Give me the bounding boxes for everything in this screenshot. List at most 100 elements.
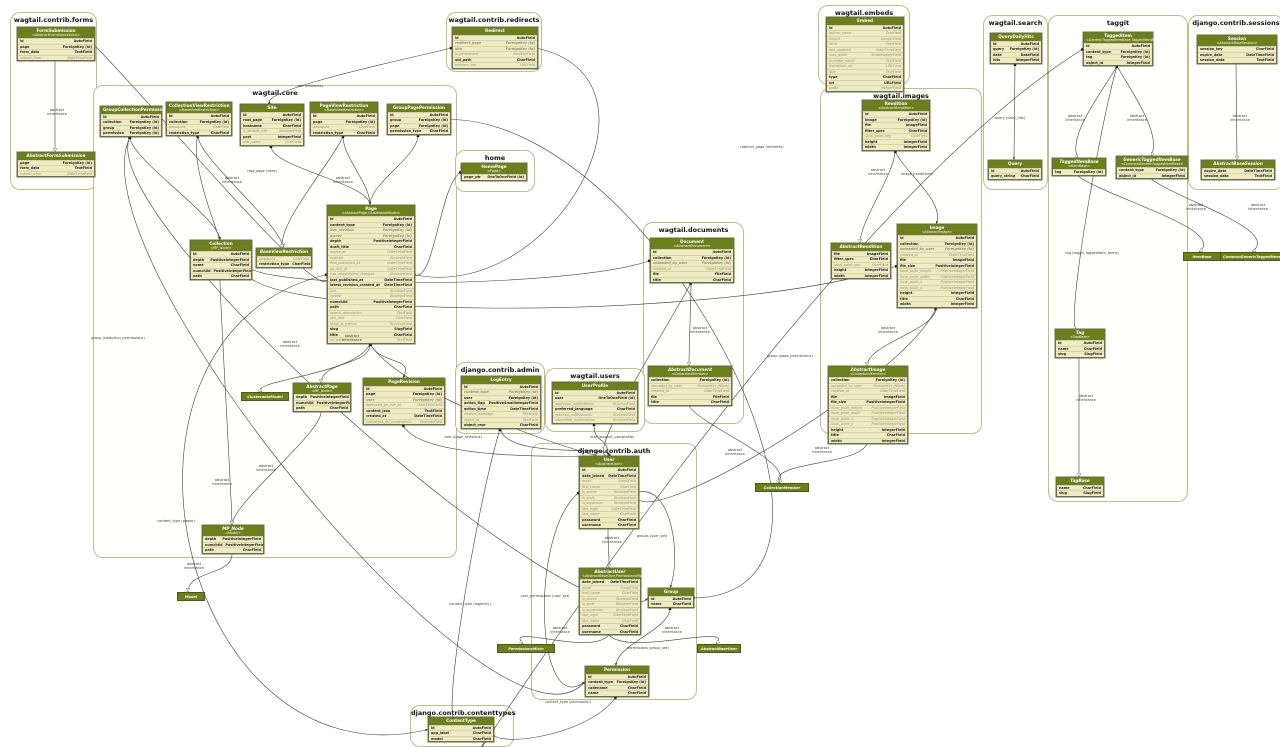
edge-label: abstract inheritance (662, 626, 682, 634)
table-header: Document<AbstractDocument> (651, 239, 733, 250)
edge-AbstractPage-MP_Node (232, 411, 322, 525)
table-header: GroupCollectionPermission (101, 107, 167, 114)
edge-label: abstract inheritance (602, 536, 622, 544)
table-AbstractUser: AbstractUser<AbstractBaseUser,Permission… (579, 568, 648, 636)
edge-HomePage-Page (412, 170, 463, 277)
edge-label: content_type (logentry) (449, 602, 491, 606)
edge-label: abstract inheritance (222, 176, 242, 184)
table-header: TagBase (1057, 478, 1103, 485)
table-header: Permission (586, 667, 648, 674)
table-header: AbstractBaseSession (1202, 161, 1274, 168)
edge-PageViewRestriction-BaseViewRestriction (282, 135, 344, 248)
table-header: Collection<MP_Node> (191, 241, 251, 252)
table-TaggedItem: TaggedItem<GenericTaggedItemBase,TaggedI… (1083, 32, 1163, 67)
table-header: User<AbstractUser> (580, 457, 638, 468)
table-header: AbstractRendition (832, 244, 890, 251)
table-header: HomePage<Page> (462, 164, 526, 175)
edge-label: abstract inheritance (812, 446, 832, 454)
table-header: AbstractPage<MP_Node> (294, 384, 350, 395)
edge-TaggedItem-TaggedItemBase (1076, 65, 1118, 158)
table-header: PageRevision (364, 379, 444, 386)
edge-label: abstract inheritance (1186, 203, 1206, 211)
table-header: LogEntry (462, 377, 540, 384)
table-header: Image<AbstractImage> (898, 225, 976, 236)
edge-GenericTaggedItemBase-CommonGenericTaggedItemBase (1150, 178, 1258, 252)
edge-label: content_type (permission) (545, 700, 591, 704)
table-FormSubmission: FormSubmission<AbstractFormSubmission>id… (17, 27, 95, 62)
edge-PageViewRestriction-Page (341, 135, 372, 206)
table-ClusterableModel: ClusterableModel (241, 392, 289, 401)
table-CommonGenericTaggedItemBase: CommonGenericTaggedItemBase (1220, 252, 1280, 261)
table-header: TaggedItemBase<ItemBase> (1053, 159, 1105, 170)
table-header: Site (241, 105, 303, 112)
table-header: MP_Node<Model> (203, 526, 263, 537)
table-header: UserProfile (553, 383, 637, 390)
edge-label: abstract inheritance (342, 334, 362, 342)
table-header: Embed (827, 18, 903, 25)
edge-label: group (page_permissions) (767, 354, 813, 358)
table-Model: Model (177, 592, 205, 601)
edge-Session-AbstractBaseSession (1236, 63, 1237, 160)
edge-GroupPagePermission-Page (368, 134, 420, 206)
edge-Image-AbstractImage (867, 307, 937, 366)
edge-label: abstract inheritance (1076, 394, 1096, 402)
table-ItemBase: ItemBase (1183, 252, 1221, 261)
edge-label: abstract inheritance (212, 478, 232, 486)
edge-label: abstract inheritance (878, 326, 898, 334)
edge-LogEntry-ContentType (451, 428, 502, 721)
edge-label: abstract inheritance (1230, 114, 1250, 122)
edge-label: abstract inheritance (184, 562, 204, 570)
edge-Rendition-Image (893, 150, 939, 225)
table-GenericTaggedItemBase: GenericTaggedItemBase<CommonGenericTagge… (1116, 156, 1188, 180)
edge-label: abstract inheritance (1065, 114, 1085, 122)
edge-CollectionViewRestriction-BaseViewRestriction (197, 135, 283, 248)
edge-label: redirect_page (redirects) (740, 145, 784, 149)
edge-label: abstract inheritance (333, 176, 353, 184)
edge-TaggedItem-GenericTaggedItemBase (1116, 65, 1154, 156)
